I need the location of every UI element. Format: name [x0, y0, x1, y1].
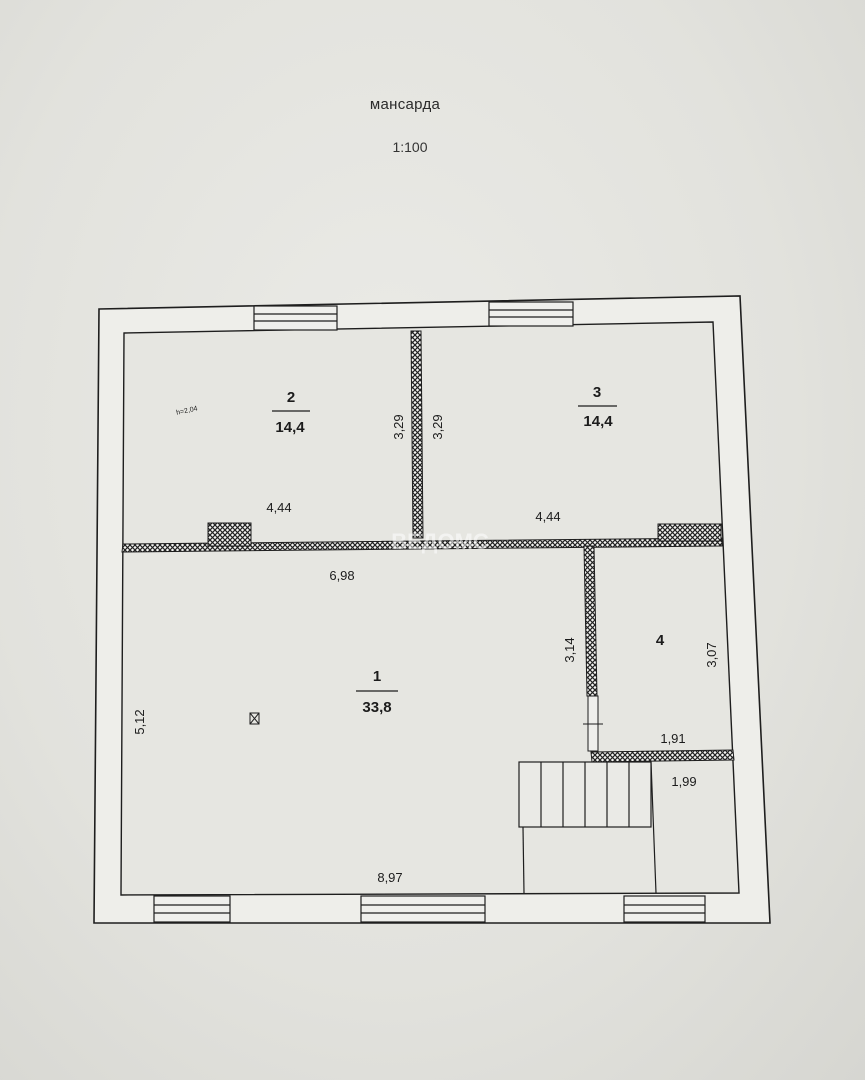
partition-horizontal — [121, 537, 723, 553]
room1-number: 1 — [373, 668, 381, 685]
partition-room4-bottom — [590, 749, 735, 763]
room2-number: 2 — [287, 389, 295, 406]
dim-partition: 3,14 — [562, 637, 577, 662]
window-top-right — [488, 301, 574, 327]
dim-stair-width: 1,99 — [671, 774, 696, 789]
dim-room1-top: 6,98 — [329, 568, 354, 583]
dim-room4-depth: 3,07 — [704, 642, 719, 667]
dim-room3-width: 4,44 — [535, 509, 560, 524]
dim-room1-left: 5,12 — [132, 709, 147, 734]
window-bottom-middle — [360, 895, 486, 923]
dim-room4-width: 1,91 — [660, 731, 685, 746]
partition-room2-room3 — [410, 330, 424, 539]
room3-area: 14,4 — [583, 413, 613, 430]
dim-room2-depth: 3,29 — [391, 414, 406, 439]
dim-room3-depth: 3,29 — [430, 414, 445, 439]
dim-room2-width: 4,44 — [266, 500, 291, 515]
room4-number: 4 — [656, 632, 665, 649]
plan-scale: 1:100 — [392, 139, 428, 155]
floor-drain-symbol — [249, 712, 260, 725]
watermark: ВЕДОМС — [391, 529, 489, 554]
chimney-right — [657, 523, 722, 542]
window-bottom-right — [623, 895, 706, 923]
height-note: h=2,04 — [176, 405, 199, 416]
chimney-left — [207, 522, 252, 547]
plan-title: мансарда — [369, 96, 441, 113]
room3-number: 3 — [593, 384, 601, 401]
room1-area: 33,8 — [362, 699, 391, 716]
window-top-left — [253, 305, 338, 331]
room2-area: 14,4 — [275, 419, 305, 436]
window-bottom-left — [153, 895, 231, 923]
dim-room1-bottom: 8,97 — [377, 870, 402, 885]
staircase — [518, 761, 657, 894]
